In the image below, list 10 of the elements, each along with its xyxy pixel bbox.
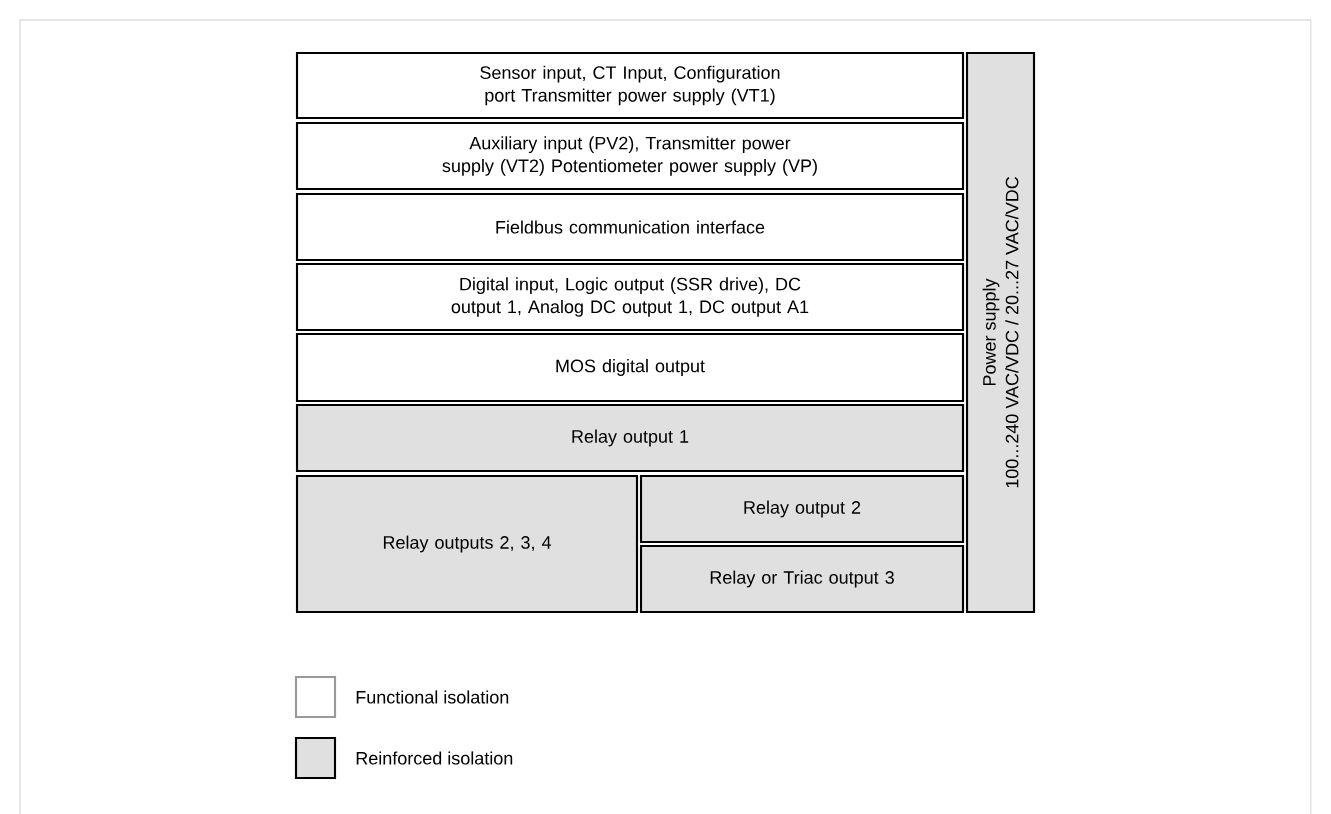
isolation-box: Digital input, Logic output (SSR drive), DC output 1, Analog DC output 1, DC output A1 xyxy=(295,262,965,332)
legend-label: Functional isolation xyxy=(356,690,509,704)
legend-label: Reinforced isolation xyxy=(356,751,513,765)
isolation-box: Sensor input, CT Input, Configuration port Transmitter power supply (VT1) xyxy=(295,51,965,120)
isolation-box: Relay output 2 xyxy=(639,474,965,544)
isolation-box: Fieldbus communication interface xyxy=(295,192,965,262)
isolation-box: MOS digital output xyxy=(295,332,965,403)
isolation-box: Power supply 100...240 VAC/VDC / 20...27 VAC/VDC xyxy=(965,51,1036,614)
isolation-box: Relay or Triac output 3 xyxy=(639,544,965,614)
isolation-box: Auxiliary input (PV2), Transmitter power supply (VT2) Potentiometer power supply (VP) xyxy=(295,121,965,191)
